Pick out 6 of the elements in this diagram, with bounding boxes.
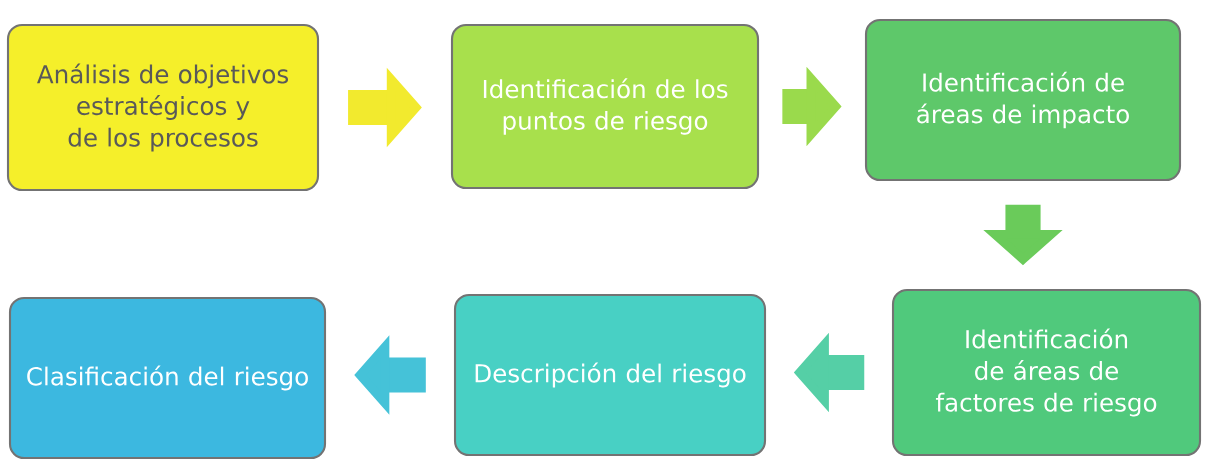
process-box: Descripción del riesgo (453, 293, 767, 457)
process-box: Clasificación del riesgo (8, 296, 327, 460)
process-box: Análisis de objetivos estratégicos y de los procesos (6, 23, 320, 192)
process-box: Identificación de áreas de factores de riesgo (891, 288, 1202, 457)
process-box: Identificación de áreas de impacto (864, 18, 1182, 182)
process-box: Identificación de los puntos de riesgo (450, 23, 760, 190)
